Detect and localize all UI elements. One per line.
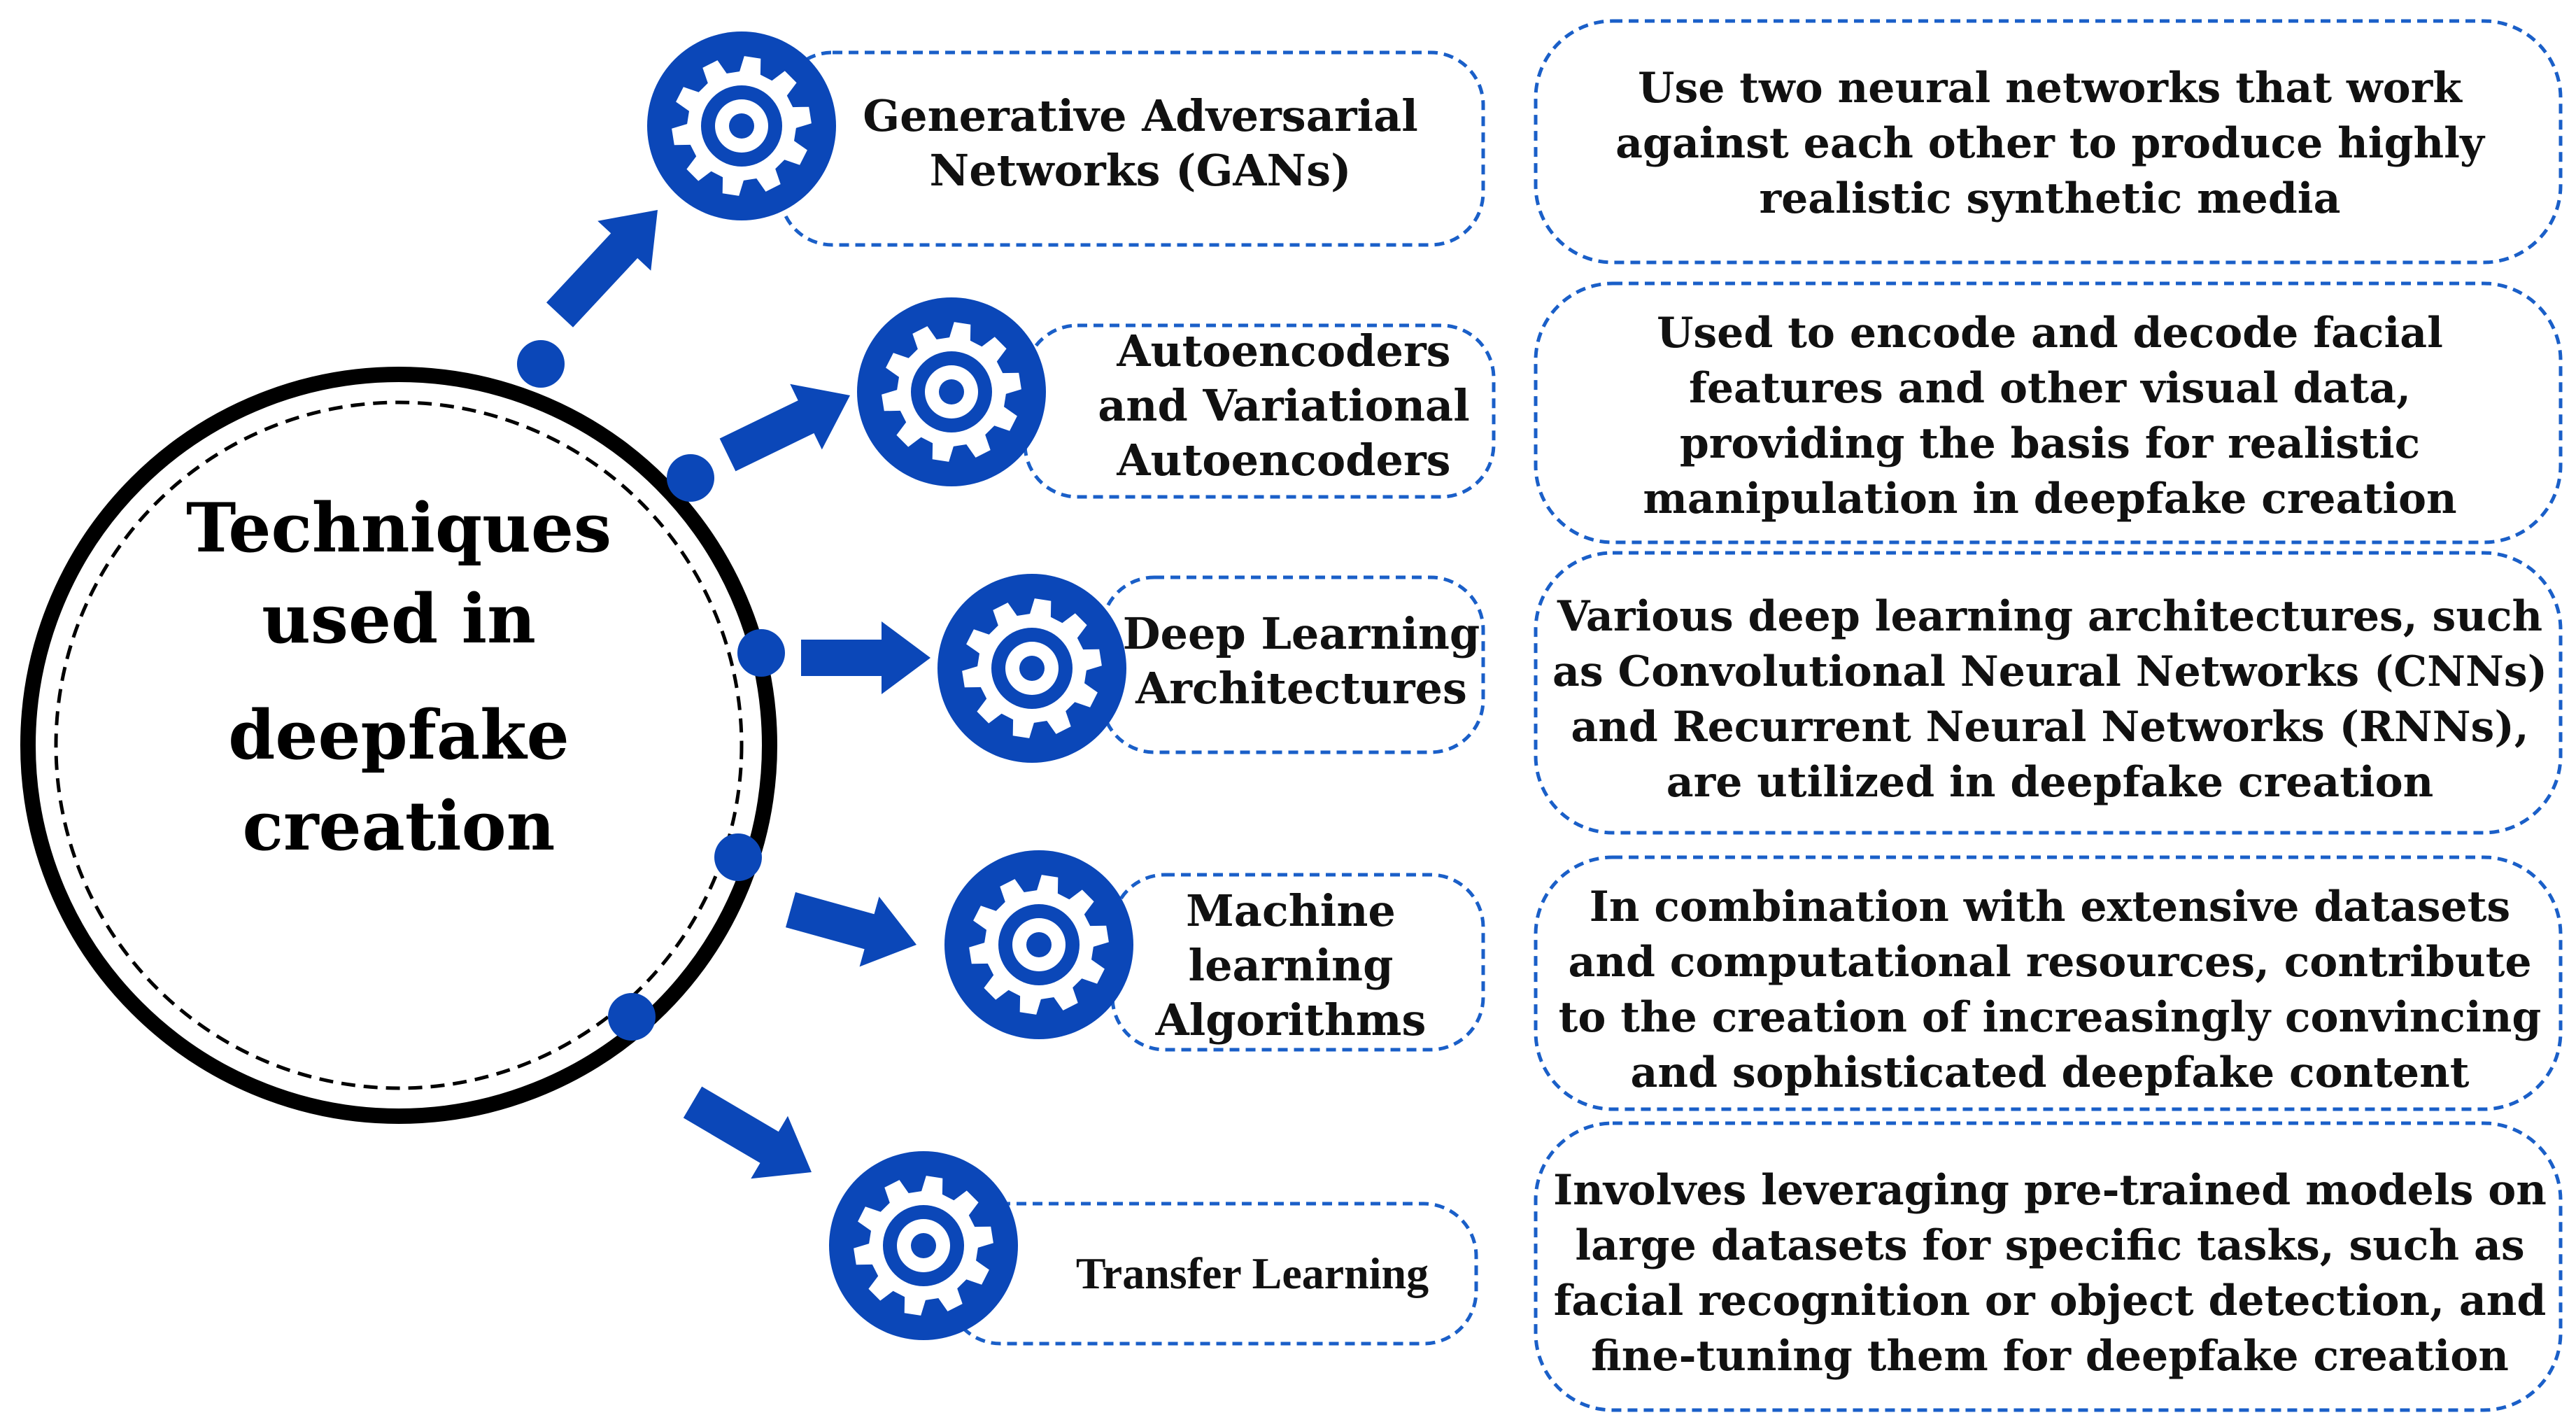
technique-box-autoencoders <box>1023 323 1496 499</box>
arrow-machine-learning <box>786 892 917 967</box>
arrow-transfer-learning <box>683 1086 812 1179</box>
technique-label-gans: Generative Adversarial Networks (GANs) <box>863 90 1418 196</box>
center-title-line-3: deepfake <box>228 696 569 775</box>
gear-icon-center-transfer-learning <box>911 1233 936 1258</box>
connector-dot-autoencoders <box>667 454 714 502</box>
technique-label-machine-learning: Machine learning Algorithms <box>1155 885 1427 1046</box>
center-title: Techniques used in deepfake creation <box>154 483 644 872</box>
gear-icon-center-deep-learning <box>1019 656 1045 681</box>
description-gans: Use two neural networks that work agains… <box>1615 63 2484 223</box>
connector-dot-gans <box>517 340 565 388</box>
description-box-1 <box>1534 19 2563 265</box>
connector-dot-transfer-learning <box>608 993 656 1041</box>
gear-icon-center-machine-learning <box>1026 932 1052 957</box>
technique-box-gans <box>778 50 1485 247</box>
description-autoencoders: Used to encode and decode facial feature… <box>1643 309 2457 523</box>
center-inner-dashed-ring <box>54 400 744 1090</box>
center-outer-ring <box>20 367 777 1124</box>
connector-dot-machine-learning <box>714 833 762 881</box>
gear-icon-center-gans <box>729 113 754 139</box>
connector-dot-deep-learning <box>737 629 785 677</box>
center-title-line-4: creation <box>242 787 555 866</box>
center-title-line-1: Techniques <box>185 488 612 568</box>
gear-icon-center-autoencoders <box>939 379 964 404</box>
center-title-line-2: used in <box>262 579 536 659</box>
arrow-gans <box>546 210 658 328</box>
description-box-5 <box>1534 1121 2563 1412</box>
arrow-deep-learning <box>801 621 930 694</box>
description-box-2 <box>1534 281 2563 544</box>
description-box-4 <box>1534 855 2563 1111</box>
technique-label-transfer-learning: Transfer Learning <box>1075 1248 1429 1298</box>
description-transfer-learning: Involves leveraging pre-trained models o… <box>1553 1166 2547 1381</box>
technique-label-autoencoders: Autoencoders and Variational Autoencoder… <box>1098 325 1470 486</box>
technique-label-deep-learning: Deep Learning Architectures <box>1122 608 1480 714</box>
description-box-3 <box>1534 551 2563 835</box>
description-deep-learning: Various deep learning architectures, suc… <box>1552 592 2547 807</box>
arrow-autoencoders <box>719 383 850 472</box>
description-machine-learning: In combination with extensive datasets a… <box>1558 882 2542 1097</box>
technique-box-machine-learning <box>1110 873 1485 1052</box>
